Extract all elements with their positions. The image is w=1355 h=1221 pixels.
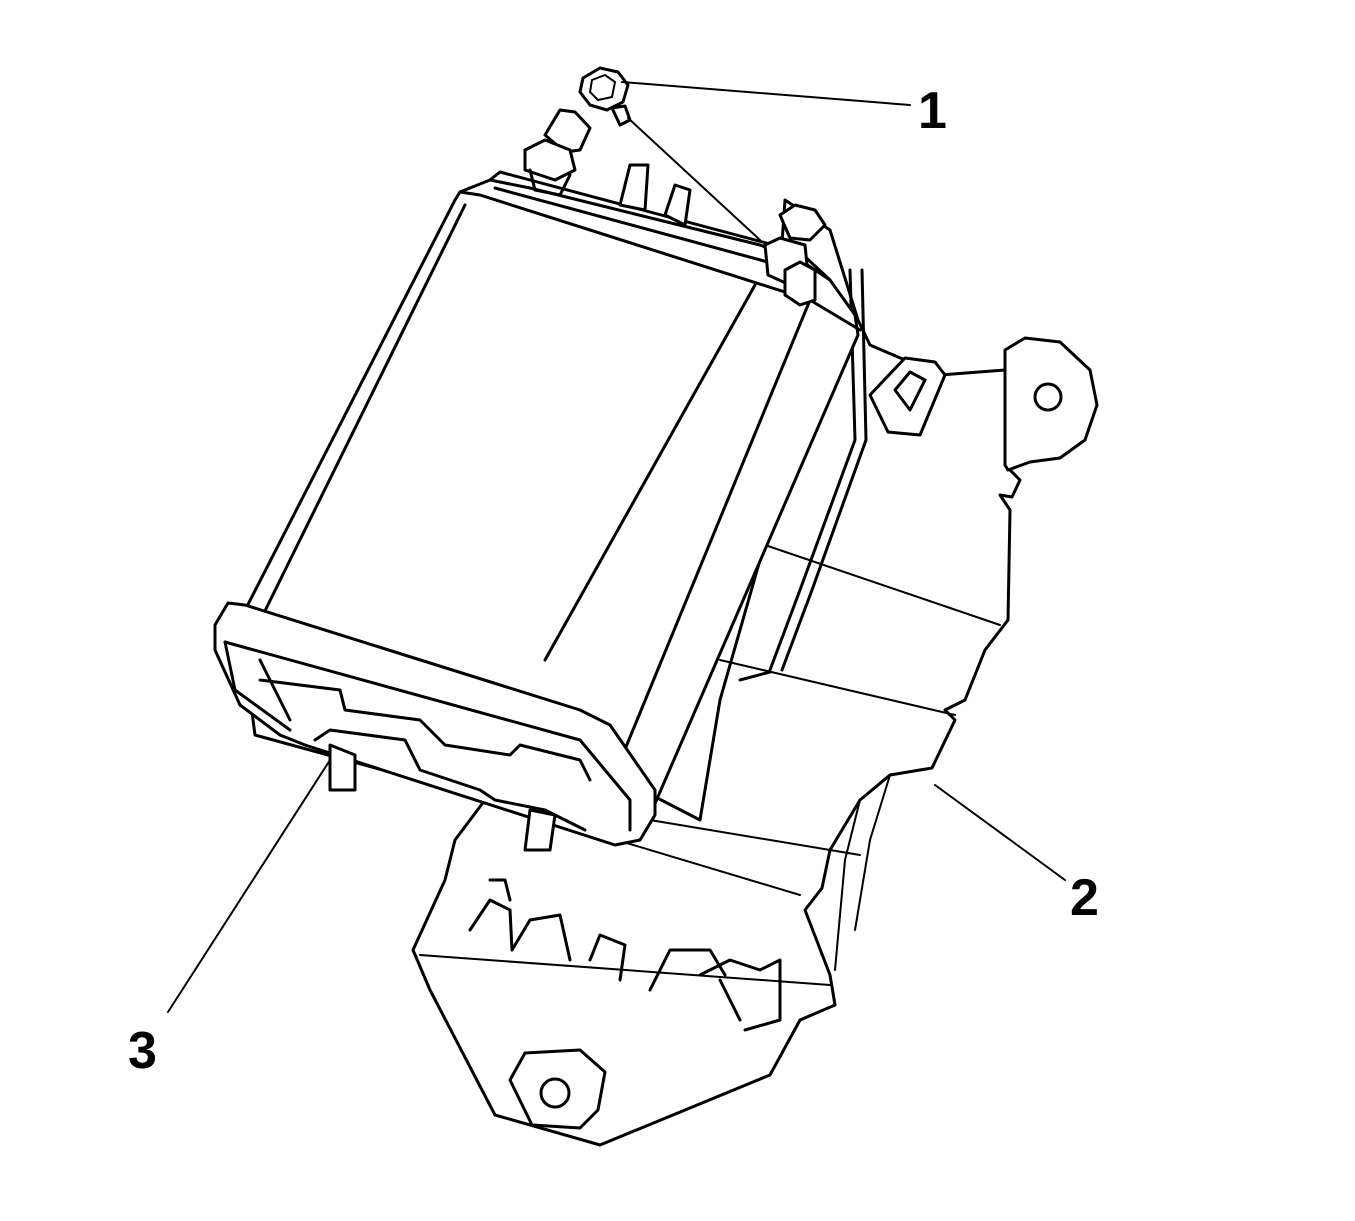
canister-port-right: [763, 203, 827, 307]
callout-label-2: 2: [1070, 869, 1099, 927]
mounting-bolt: [578, 66, 761, 241]
leader-line-1: [621, 81, 911, 106]
evap-canister: [213, 170, 862, 852]
bracket-hole: [539, 1077, 571, 1109]
leader-line-2: [934, 784, 1066, 881]
leader-line-3: [167, 759, 331, 1013]
canister-port-left: [523, 108, 592, 197]
canister-port-middle: [618, 163, 692, 227]
callout-label-3: 3: [128, 1022, 157, 1080]
callout-leaders: [167, 81, 1066, 1013]
bracket-hole: [1033, 382, 1063, 412]
callout-label-1: 1: [918, 82, 947, 140]
mounting-bracket: [411, 198, 1099, 1147]
